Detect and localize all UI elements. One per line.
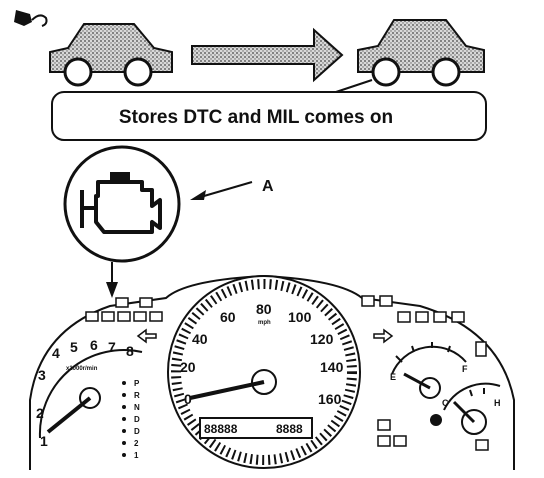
fuel-full-label: F (462, 364, 468, 374)
fuel-gauge: E F (390, 342, 468, 399)
fuel-empty-label: E (390, 372, 396, 382)
caption-box (51, 91, 487, 141)
tach-number-6: 6 (90, 337, 98, 353)
caption-pointer (335, 79, 373, 93)
temp-hot-label: H (494, 398, 501, 408)
tach-number-4: 4 (52, 345, 60, 361)
gear-2: 2 (134, 439, 139, 448)
speed-40: 40 (192, 331, 208, 347)
warning-lamps-left (85, 297, 163, 322)
speed-140: 140 (320, 359, 344, 375)
speed-120: 120 (310, 331, 334, 347)
right-turn-signal-icon (373, 328, 394, 344)
gear-p: P (134, 379, 140, 388)
speed-80: 80 (256, 301, 272, 317)
odometer-display: 88888 8888 (199, 417, 313, 439)
speed-160: 160 (318, 391, 342, 407)
callout-arrow (203, 181, 253, 197)
speed-20: 20 (180, 359, 196, 375)
speedometer-needle (189, 369, 277, 400)
gear-indicator: P R N D D 2 1 (134, 379, 140, 460)
speedometer-numbers: 0 20 40 60 80 100 120 140 160 (180, 301, 344, 407)
speed-60: 60 (220, 309, 236, 325)
caption-text: Stores DTC and MIL comes on (119, 107, 393, 128)
tachometer-numbers: 1 2 3 4 5 6 7 8 (36, 337, 134, 449)
gear-r: R (134, 391, 140, 400)
gear-lamps (122, 381, 126, 457)
tachometer-dial (38, 349, 143, 439)
tach-number-1: 1 (40, 433, 48, 449)
tach-number-2: 2 (36, 405, 44, 421)
check-engine-icon (80, 172, 162, 234)
gear-1: 1 (134, 451, 139, 460)
temperature-gauge: C H (442, 382, 501, 435)
gear-d: D (134, 415, 140, 424)
gear-d3: D (134, 427, 140, 436)
tachometer-unit: x1000r/min (66, 366, 98, 372)
tach-number-7: 7 (108, 339, 116, 355)
speed-0: 0 (184, 391, 192, 407)
car-icon-before (49, 23, 173, 87)
ignition-key-icon (14, 10, 48, 27)
warning-lamps-lower-right (377, 341, 489, 451)
odometer-value: 88888 (204, 422, 238, 436)
progress-arrow (191, 27, 344, 83)
speed-100: 100 (288, 309, 312, 325)
tach-number-8: 8 (126, 343, 134, 359)
speedometer-unit: mph (258, 320, 271, 326)
tach-number-5: 5 (70, 339, 78, 355)
warning-lamps-right (361, 295, 465, 323)
tach-number-3: 3 (38, 367, 46, 383)
car-icon-after (357, 19, 485, 87)
tachometer-needle (46, 387, 101, 434)
trip-value: 8888 (276, 422, 303, 436)
callout-label: A (262, 178, 274, 195)
left-turn-signal-icon (136, 328, 157, 344)
temp-cold-label: C (442, 398, 449, 408)
gear-n: N (134, 403, 140, 412)
